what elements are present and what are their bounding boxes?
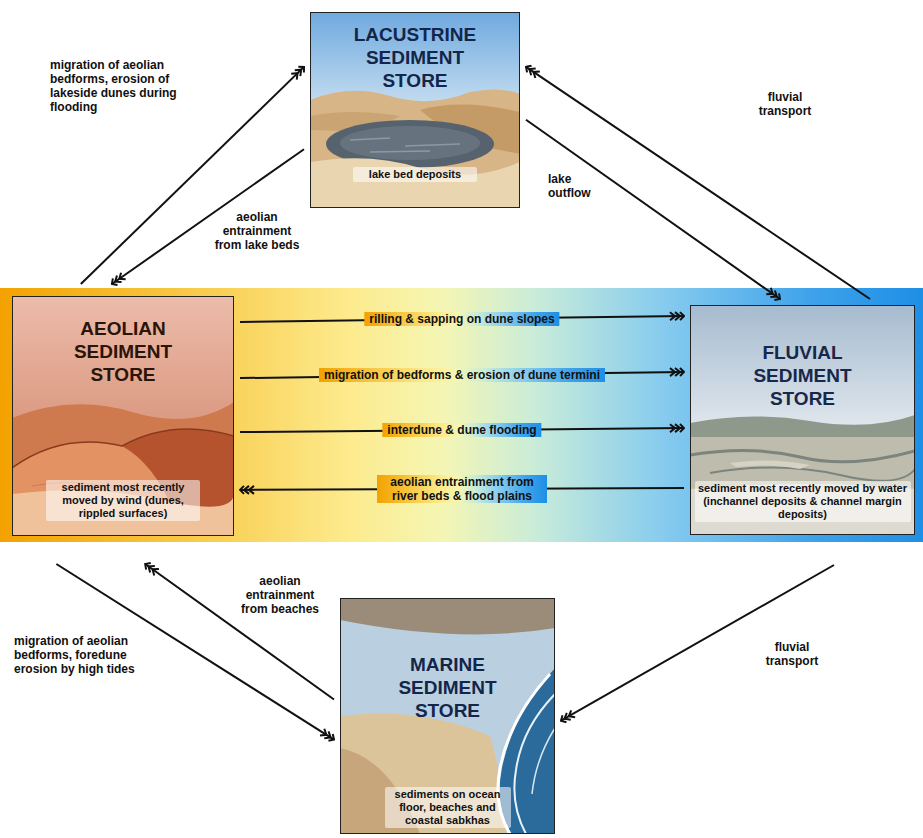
transfer-label: aeolian entrainment from beaches bbox=[234, 574, 326, 616]
transfer-label: migration of aeolian bedforms, erosion o… bbox=[50, 58, 190, 114]
transfer-arrow bbox=[526, 67, 870, 299]
transfer-label: aeolian entrainment from river beds & fl… bbox=[377, 475, 547, 503]
transfer-arrow bbox=[112, 149, 304, 284]
sediment-store-box: FLUVIAL SEDIMENT STORE sediment most rece… bbox=[690, 305, 915, 535]
sediment-store-box: MARINE SEDIMENT STORE sediments on ocean … bbox=[340, 598, 555, 834]
transfer-label: aeolian entrainment from lake beds bbox=[212, 210, 302, 252]
transfer-label: fluvial transport bbox=[752, 640, 832, 668]
store-description: sediments on ocean floor, beaches and co… bbox=[385, 787, 511, 828]
transfer-label: migration of aeolian bedforms, foredune … bbox=[14, 634, 138, 676]
transfer-label: fluvial transport bbox=[745, 90, 825, 118]
store-title: LACUSTRINE SEDIMENT STORE bbox=[350, 23, 480, 92]
store-title: AEOLIAN SEDIMENT STORE bbox=[58, 317, 188, 386]
transfer-label: rilling & sapping on dune slopes bbox=[364, 312, 559, 326]
transfer-arrow bbox=[561, 565, 834, 721]
transfer-label: migration of bedforms & erosion of dune … bbox=[319, 368, 605, 382]
store-title: FLUVIAL SEDIMENT STORE bbox=[738, 341, 868, 410]
sediment-store-box: LACUSTRINE SEDIMENT STORE lake bed deposi… bbox=[310, 12, 520, 208]
store-description: sediment most recently moved by water (i… bbox=[695, 481, 911, 522]
transfer-label: lake outflow bbox=[548, 172, 608, 200]
transfer-label: interdune & dune flooding bbox=[382, 423, 541, 437]
transfer-arrow bbox=[526, 120, 780, 299]
store-description: sediment most recently moved by wind (du… bbox=[46, 480, 200, 521]
store-title: MARINE SEDIMENT STORE bbox=[383, 653, 513, 722]
store-description: lake bed deposits bbox=[353, 167, 477, 182]
sediment-store-box: AEOLIAN SEDIMENT STORE sediment most rece… bbox=[12, 296, 234, 536]
